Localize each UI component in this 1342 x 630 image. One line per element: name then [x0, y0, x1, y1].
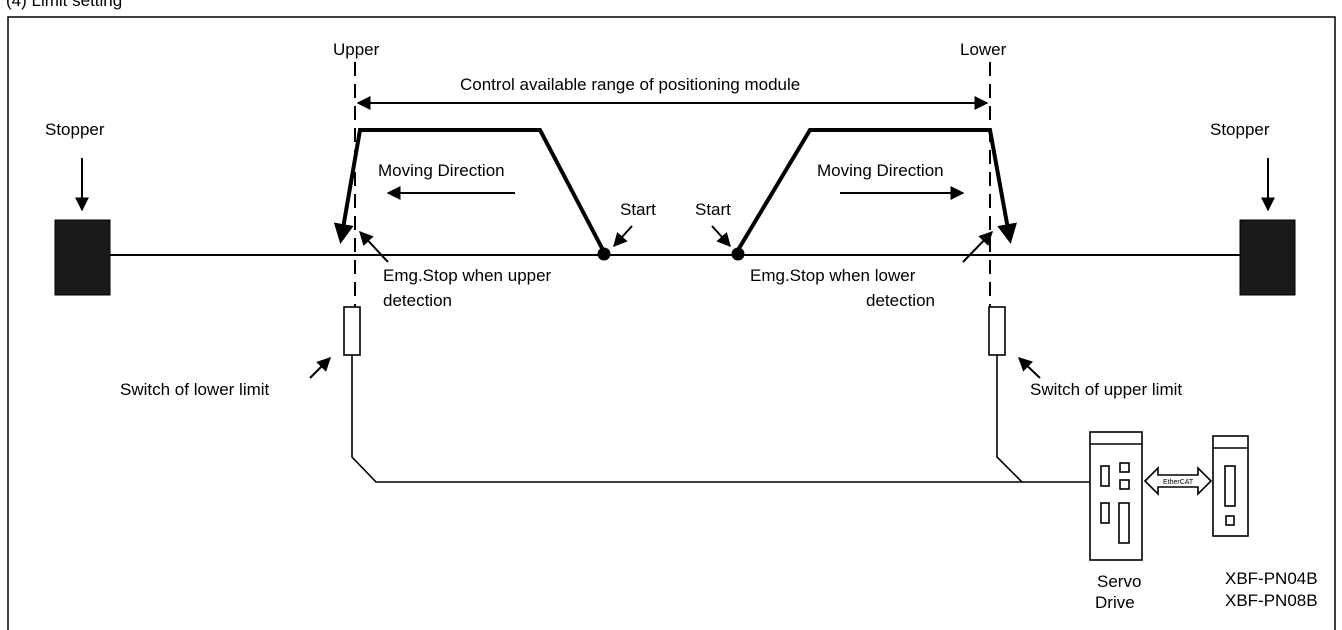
start-left-label: Start — [620, 200, 656, 219]
control-range-label: Control available range of positioning m… — [460, 75, 800, 94]
servo-line2: Drive — [1095, 593, 1135, 612]
servo-drive-port-1 — [1100, 465, 1110, 487]
lower-limit-switch — [343, 306, 361, 356]
switch-upper-label: Switch of upper limit — [1030, 380, 1182, 399]
emg-lower-line1: Emg.Stop when lower — [750, 266, 916, 285]
upper-switch-wire — [996, 355, 1023, 483]
upper-limit-switch — [988, 306, 1006, 356]
moving-direction-left-label: Moving Direction — [378, 161, 505, 180]
ethercat-label: EtherCAT — [1163, 479, 1194, 486]
right-speed-profile — [736, 128, 1017, 252]
header-fragment: (4) Limit setting — [6, 0, 122, 10]
emg-upper-line2: detection — [383, 291, 452, 310]
left-speed-profile — [333, 128, 605, 251]
stopper-right-block — [1239, 219, 1296, 296]
servo-drive-port-3 — [1119, 479, 1130, 490]
servo-drive-port-2 — [1119, 462, 1130, 473]
ethercat-arrow — [1143, 466, 1213, 496]
stopper-right-label: Stopper — [1210, 120, 1270, 139]
module-line2: XBF-PN08B — [1225, 591, 1318, 610]
lower-switch-wire — [351, 355, 1090, 483]
emg-lower-pointer — [962, 230, 993, 263]
start-left-pointer — [613, 225, 633, 248]
lower-label: Lower — [960, 40, 1007, 59]
switch-lower-pointer — [309, 357, 331, 379]
switch-upper-pointer — [1017, 357, 1041, 379]
servo-drive-body — [1089, 431, 1143, 561]
positioning-module-led — [1225, 515, 1235, 526]
upper-label: Upper — [333, 40, 380, 59]
servo-drive-port-4 — [1100, 502, 1110, 524]
emg-upper-pointer — [359, 230, 389, 263]
stopper-left-block — [54, 219, 111, 296]
diagram-frame — [7, 16, 1336, 630]
servo-drive-port-5 — [1118, 502, 1130, 544]
start-right-label: Start — [695, 200, 731, 219]
switch-lower-label: Switch of lower limit — [120, 380, 270, 399]
start-point-right — [731, 247, 745, 261]
emg-upper-line1: Emg.Stop when upper — [383, 266, 552, 285]
moving-direction-right-label: Moving Direction — [817, 161, 944, 180]
stopper-left-label: Stopper — [45, 120, 105, 139]
emg-lower-line2: detection — [866, 291, 935, 310]
positioning-module-slot — [1224, 465, 1236, 507]
servo-line1: Servo — [1097, 572, 1141, 591]
module-line1: XBF-PN04B — [1225, 569, 1318, 588]
start-right-pointer — [711, 225, 731, 248]
start-point-left — [597, 247, 611, 261]
